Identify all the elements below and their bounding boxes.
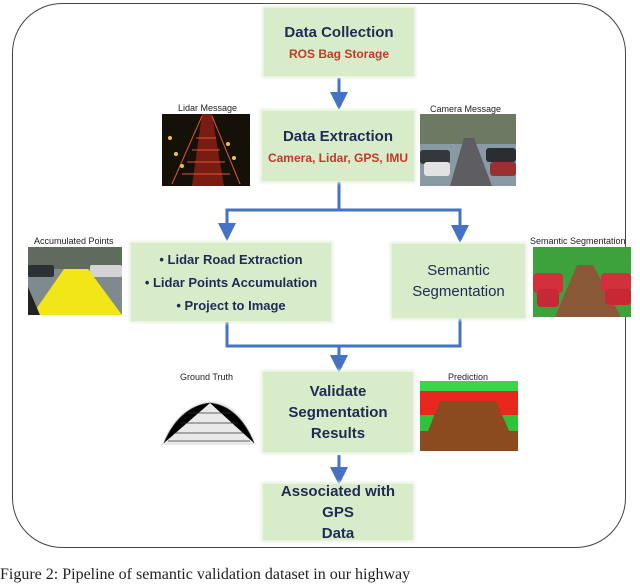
lidar-item-project-image: • Project to Image <box>176 297 286 313</box>
arrow-split-right <box>339 208 469 243</box>
data-collection-box: Data Collection ROS Bag Storage <box>264 8 414 76</box>
lidar-item-road-extraction: • Lidar Road Extraction <box>159 251 303 267</box>
gps-line2: Data <box>321 524 355 542</box>
camera-message-label: Camera Message <box>430 104 502 114</box>
accumulated-points-label: Accumulated Points <box>34 236 114 246</box>
arrow-extraction-split <box>225 182 341 232</box>
lidar-processing-box: • Lidar Road Extraction • Lidar Points A… <box>131 243 331 321</box>
semantic-segmentation-box: Semantic Segmentation <box>392 244 525 318</box>
validate-line1: Validate <box>309 382 367 400</box>
semantic-line2: Segmentation <box>412 283 505 300</box>
validate-box: Validate Segmentation Results <box>263 372 413 452</box>
prediction-label: Prediction <box>448 372 489 382</box>
validate-line3: Results <box>310 424 366 442</box>
prediction-image <box>420 381 518 451</box>
validate-line2: Segmentation <box>288 403 388 421</box>
arrow-merge <box>225 318 462 348</box>
ground-truth-label: Ground Truth <box>180 372 234 382</box>
figure-caption: Figure 2: Pipeline of semantic validatio… <box>0 566 411 583</box>
semantic-segmentation-image <box>533 247 631 317</box>
accumulated-points-image <box>28 247 122 315</box>
lidar-item-points-accumulation: • Lidar Points Accumulation <box>144 274 318 290</box>
gps-box: Associated with GPS Data <box>263 482 413 542</box>
data-extraction-title: Data Extraction <box>282 127 394 145</box>
lidar-message-label: Lidar Message <box>178 103 238 113</box>
data-collection-sub: ROS Bag Storage <box>288 46 390 61</box>
gps-line1: Associated with GPS <box>280 482 396 521</box>
data-collection-title: Data Collection <box>284 23 394 41</box>
lidar-message-image <box>162 114 250 186</box>
data-extraction-box: Data Extraction Camera, Lidar, GPS, IMU <box>262 111 414 181</box>
semantic-line1: Semantic <box>427 262 490 279</box>
data-extraction-sub: Camera, Lidar, GPS, IMU <box>267 150 409 165</box>
semantic-segmentation-label: Semantic Segmentation <box>530 236 626 246</box>
ground-truth-image <box>160 383 258 447</box>
camera-message-image <box>420 114 516 186</box>
